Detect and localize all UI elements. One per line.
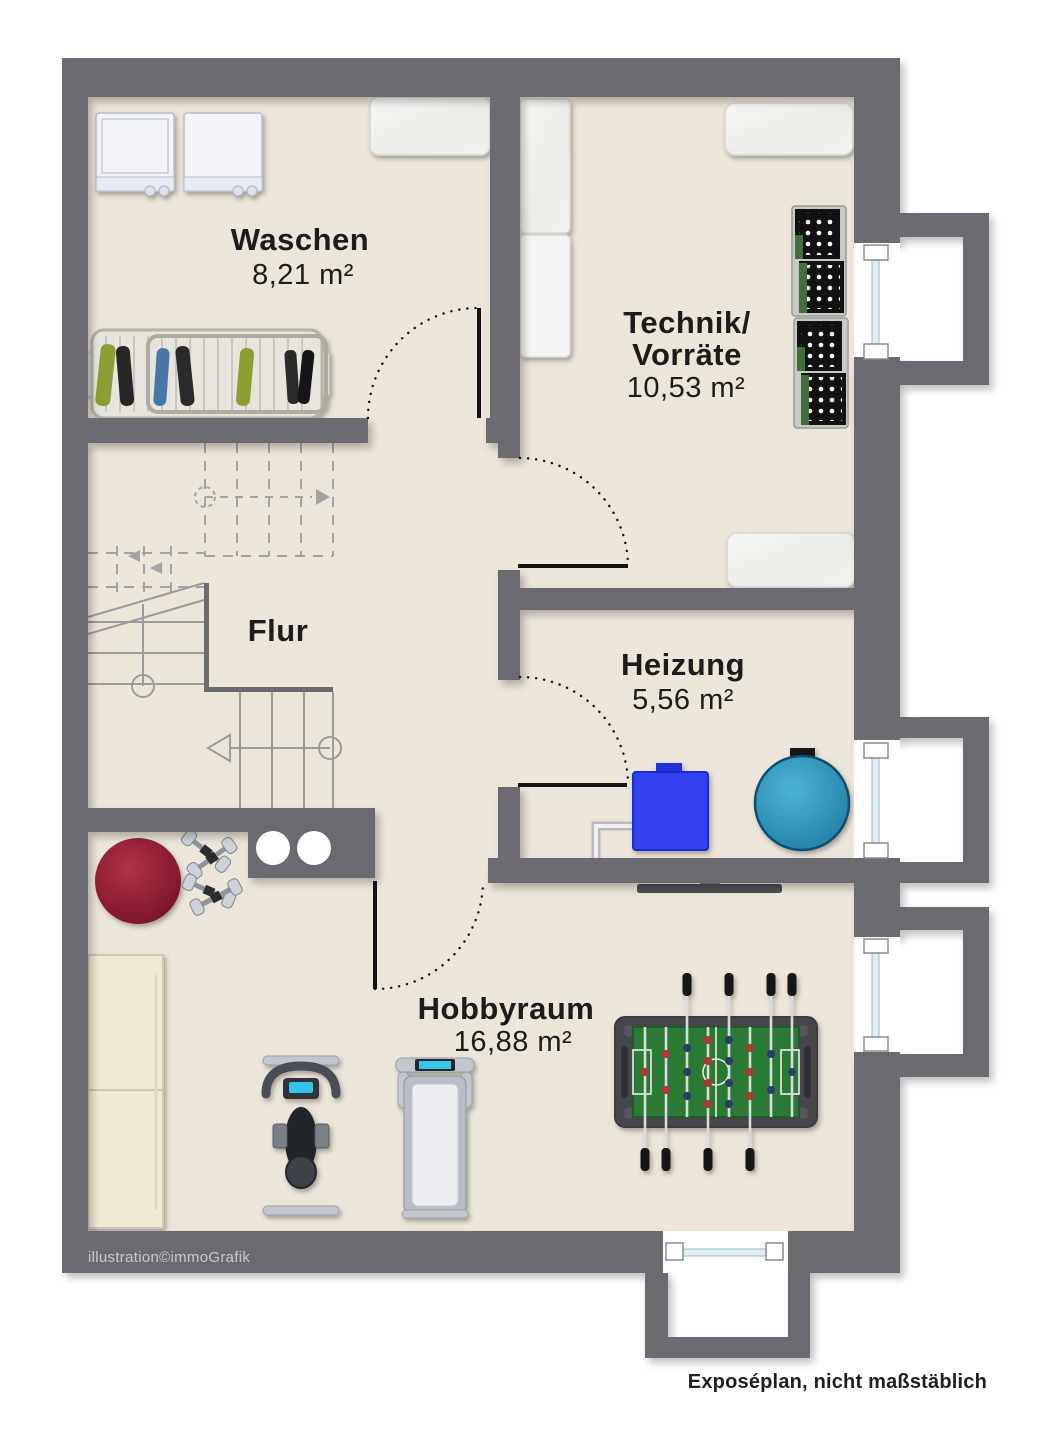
window-hobbyraum-bottom — [663, 1231, 788, 1273]
gym-ball — [95, 838, 181, 924]
window-technik — [854, 243, 900, 360]
exercise-bike — [261, 1055, 341, 1216]
room-area-heizung: 5,56 m² — [632, 684, 734, 716]
shelf-rack-1 — [791, 205, 847, 317]
room-area-technik: 10,53 m² — [627, 372, 745, 404]
clothes-on-rack — [95, 344, 315, 407]
wardrobe-cabinet — [87, 954, 164, 1229]
room-label-technik-line2: Vorräte — [632, 337, 742, 372]
window-heizung — [854, 740, 900, 859]
stair-newel-wall — [204, 583, 333, 692]
support-columns — [256, 831, 331, 865]
countertop-waschen — [369, 96, 491, 156]
walls — [62, 58, 989, 1358]
washing-machine-1 — [95, 112, 175, 197]
room-label-technik-line1: Technik/ — [623, 305, 750, 340]
room-area-hobbyraum: 16,88 m² — [454, 1026, 572, 1058]
shelf-rack-2 — [793, 317, 849, 429]
room-area-waschen: 8,21 m² — [252, 259, 354, 291]
interior-walls — [62, 97, 900, 883]
credit-illustration: illustration©immoGrafik — [88, 1249, 250, 1266]
room-label-waschen: Waschen — [231, 222, 369, 257]
boiler — [632, 763, 709, 851]
windows — [663, 243, 900, 1273]
drying-rack — [85, 328, 331, 420]
room-label-hobbyraum: Hobbyraum — [418, 991, 595, 1026]
countertop-technik-bottom — [726, 532, 856, 588]
storage-cabinet-technik-left — [519, 98, 571, 358]
foosball-table — [614, 973, 818, 1171]
light-well-walls — [645, 213, 989, 1358]
window-hobbyraum — [854, 937, 900, 1052]
foosball-players-blue — [683, 1036, 796, 1108]
door-technik — [518, 456, 630, 568]
countertop-technik-top — [724, 102, 854, 156]
doors — [366, 306, 630, 991]
door-waschen — [366, 306, 481, 420]
treadmill — [395, 1057, 475, 1219]
room-label-flur: Flur — [248, 613, 309, 648]
staircase — [87, 443, 342, 808]
door-heizung — [518, 675, 630, 787]
disclaimer-text: Exposéplan, nicht maßstäblich — [688, 1371, 987, 1393]
foosball-players-red — [641, 1036, 754, 1108]
pipe — [591, 821, 633, 858]
door-hobbyraum — [373, 879, 485, 991]
washing-machine-2 — [183, 112, 263, 197]
water-tank — [753, 748, 851, 852]
room-label-heizung: Heizung — [621, 647, 745, 682]
